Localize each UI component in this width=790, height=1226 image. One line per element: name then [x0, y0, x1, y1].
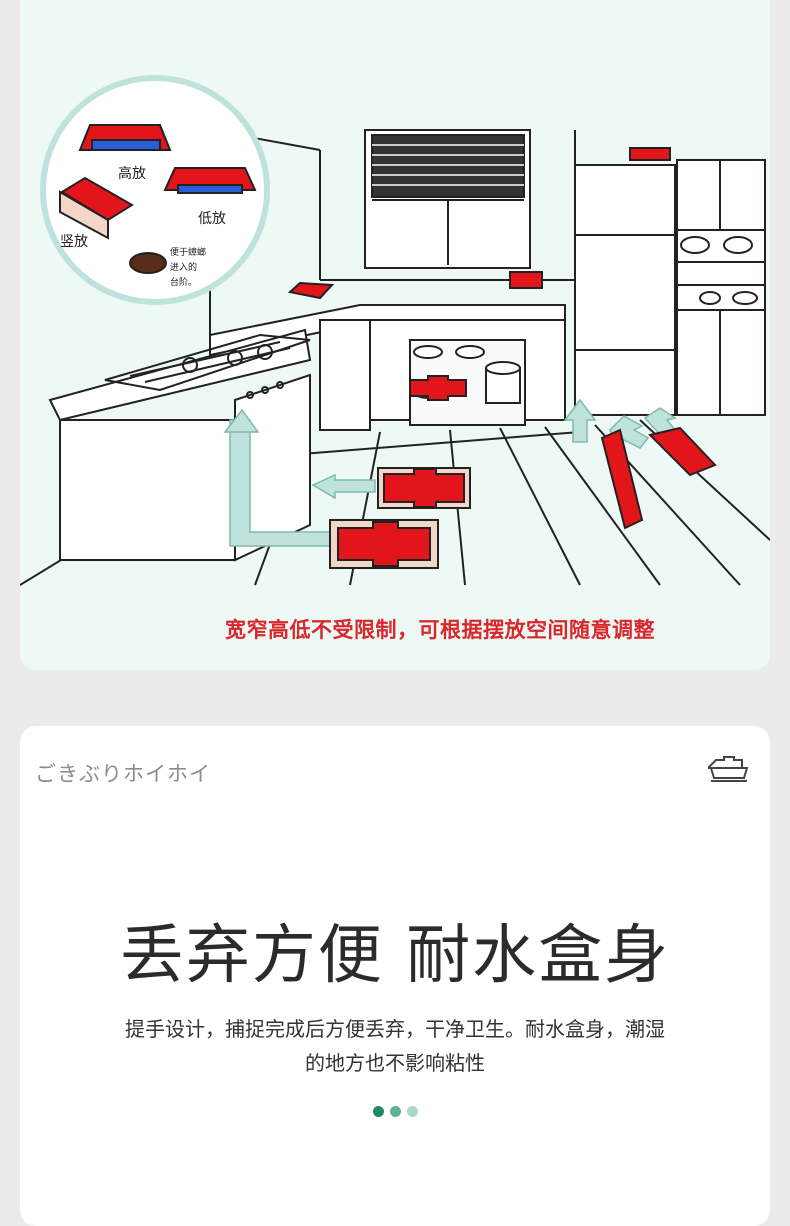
label-low: 低放: [198, 211, 226, 227]
product-card: ごきぶりホイホイ 丢弃方便 耐水盒身 提手设计，捕捉完成后方便丢弃，干净卫生。耐…: [20, 726, 770, 1226]
feature-headline: 丢弃方便 耐水盒身: [119, 919, 671, 993]
carousel-dot-2[interactable]: [389, 1106, 401, 1117]
carousel-dots[interactable]: [20, 1106, 770, 1117]
illustration-card: 高放 低放 竖放 便于蟑螂 进入的 台阶。 宽窄高低不受限制，可根据摆放空间随意…: [20, 0, 770, 670]
label-high: 高放: [118, 165, 146, 182]
trap-box-icon: [708, 756, 749, 782]
kitchen-illustration: 高放 低放 竖放 便于蟑螂 进入的 台阶。: [20, 75, 770, 586]
carousel-dot-3[interactable]: [406, 1106, 418, 1117]
carousel-dot-1[interactable]: [372, 1106, 384, 1117]
label-vertical: 竖放: [60, 234, 88, 250]
illustration-caption: 宽窄高低不受限制，可根据摆放空间随意调整: [225, 618, 655, 642]
step-note-2: 进入的: [170, 261, 197, 273]
step-note-3: 台阶。: [170, 276, 197, 288]
step-note-1: 便于蟑螂: [170, 246, 206, 258]
feature-description: 提手设计，捕捉完成后方便丢弃，干净卫生。耐水盒身，潮湿的地方也不影响粘性: [125, 1017, 665, 1075]
trap-shapes: [287, 147, 717, 569]
brand-name: ごきぶりホイホイ: [35, 762, 211, 786]
